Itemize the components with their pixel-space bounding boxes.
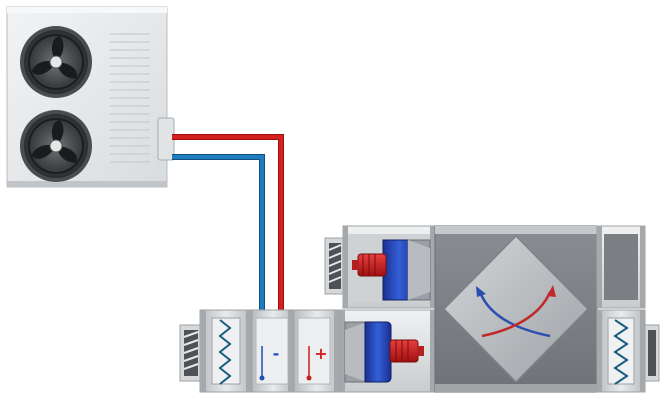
centrifugal-fan-icon <box>382 239 431 301</box>
refrigerant-pipes <box>172 134 284 312</box>
motor-icon <box>389 339 424 363</box>
air-handling-unit: - + <box>179 225 660 393</box>
louver-icon <box>179 324 203 382</box>
return-filter-section <box>596 309 646 393</box>
cooling-sign: - <box>273 344 280 363</box>
thermometer-icon <box>306 346 312 381</box>
hot-flow-arrow <box>481 291 552 338</box>
return-duct-section <box>596 225 646 309</box>
fan-icon <box>20 26 92 98</box>
heat-exchanger-section <box>434 225 598 393</box>
cross-flow-exchanger-icon <box>442 234 590 384</box>
cooling-coil-section: - <box>251 309 295 393</box>
outdoor-unit <box>6 6 175 188</box>
exhaust-fan <box>352 239 431 301</box>
louver-icon <box>644 324 660 382</box>
grille-icon <box>110 33 150 163</box>
cold-flow-arrow <box>478 291 551 338</box>
thermometer-icon <box>259 346 265 381</box>
louver-icon <box>324 237 346 295</box>
heating-coil-section: + <box>293 309 341 393</box>
heating-sign: + <box>314 344 327 363</box>
centrifugal-fan-icon <box>344 321 392 383</box>
supply-filter-section <box>199 309 253 393</box>
supply-fan-section <box>339 309 436 393</box>
motor-icon <box>352 253 387 277</box>
cold-pipe <box>172 154 265 312</box>
filter-icon <box>607 317 635 385</box>
filter-icon <box>211 317 241 385</box>
fan-icon <box>20 110 92 182</box>
